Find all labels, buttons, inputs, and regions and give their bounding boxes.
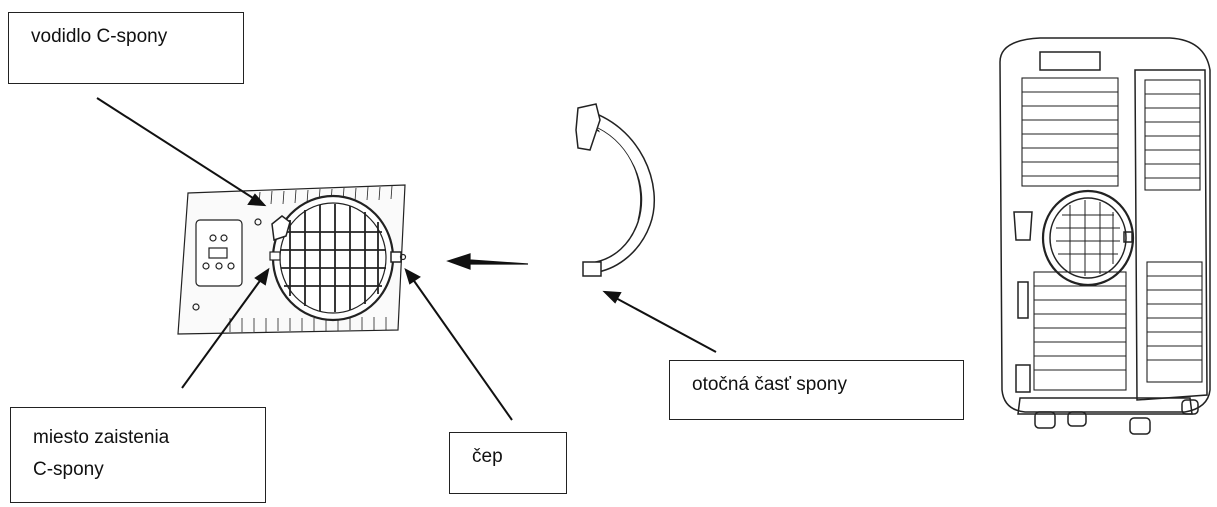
- label-c-clip-lock-point: miesto zaistenia C-spony: [10, 407, 266, 503]
- exhaust-ring: [1041, 189, 1135, 287]
- wheels: [1034, 399, 1199, 435]
- lower-side-grille: [1146, 261, 1203, 383]
- label-rotating-clip-part: otočná časť spony: [669, 360, 964, 420]
- label-rotating-clip-part-text: otočná časť spony: [692, 374, 847, 395]
- pin: [390, 251, 402, 263]
- label-c-clip-guide: vodidlo C-spony: [8, 12, 244, 84]
- label-lock-point-line2: C-spony: [33, 459, 104, 480]
- upper-grille: [1021, 77, 1119, 187]
- rotating-clip: [575, 103, 655, 277]
- leader-lines: [96, 97, 717, 421]
- insert-arrow: [446, 253, 529, 270]
- lock-point: [269, 251, 281, 261]
- label-c-clip-guide-text: vodidlo C-spony: [31, 26, 168, 47]
- c-clip-guide: [271, 215, 291, 242]
- grille-ring: [271, 194, 395, 322]
- label-pin: čep: [449, 432, 567, 494]
- ac-unit: [999, 37, 1211, 435]
- label-lock-point-line1: miesto zaistenia: [33, 427, 170, 448]
- window-panel: [177, 184, 407, 335]
- control-plate: [195, 219, 243, 287]
- grille: [281, 204, 386, 312]
- lower-grille: [1033, 271, 1127, 391]
- upper-side-grille: [1144, 79, 1201, 191]
- label-pin-text: čep: [472, 446, 503, 467]
